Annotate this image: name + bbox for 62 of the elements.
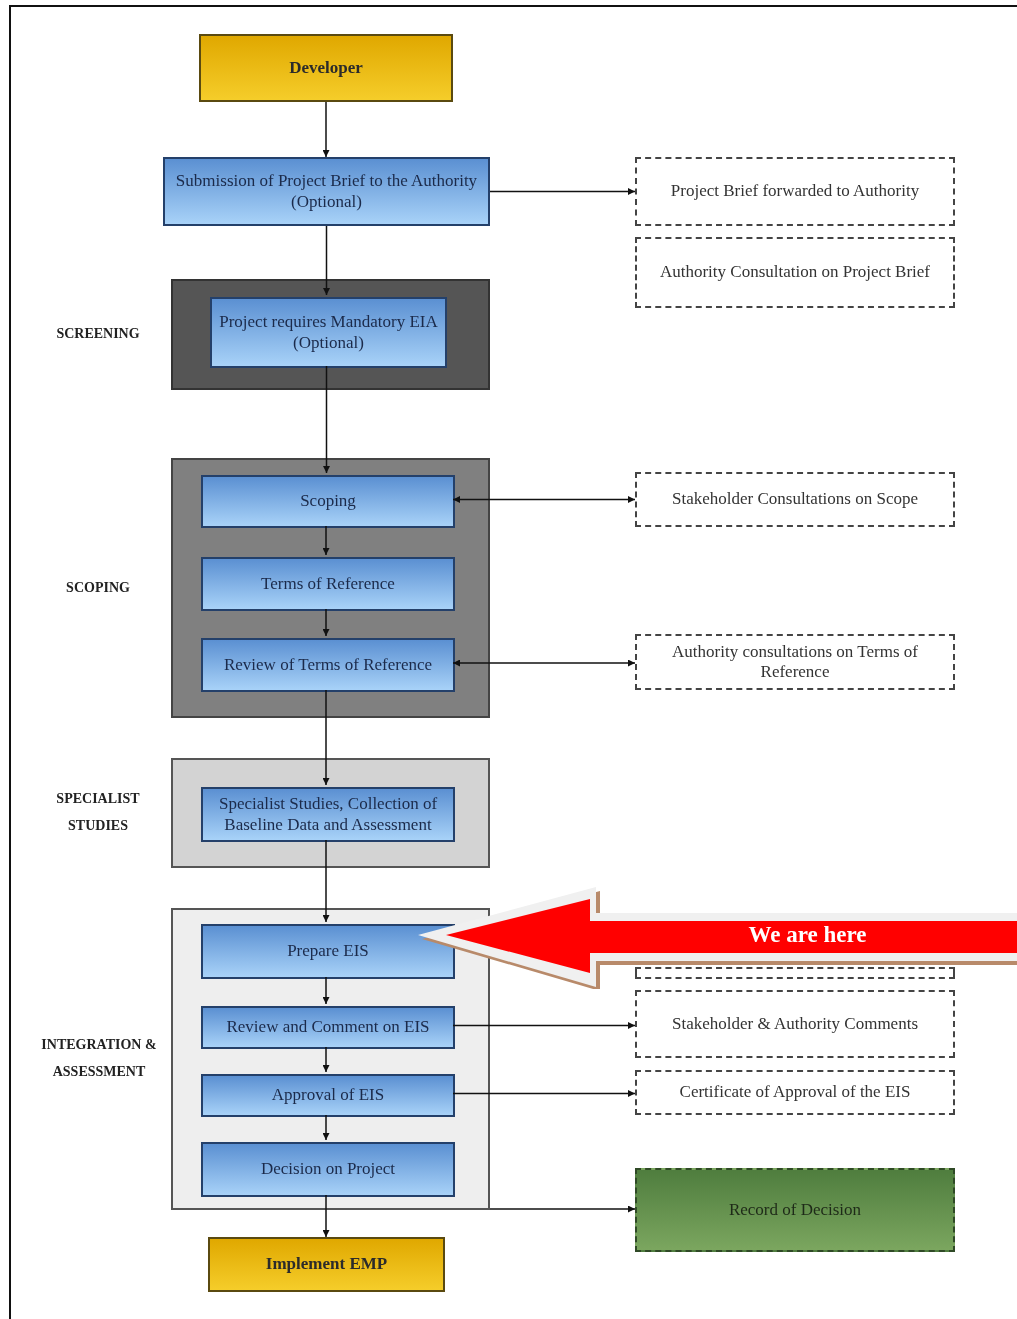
arrow [322, 1046, 330, 1073]
stage-label: INTEGRATION & ASSESSMENT [41, 1036, 157, 1081]
box-label: Approval of EIS [271, 1085, 385, 1106]
arrow [452, 496, 636, 503]
box-label: Review of Terms of Reference [223, 654, 433, 676]
arrow [452, 659, 636, 667]
stage-label: SPECIALIST STUDIES [55, 790, 141, 835]
process-box [201, 475, 455, 528]
dashed-box [635, 237, 955, 308]
process-box [199, 34, 453, 102]
box-label: Specialist Studies, Collection of Baseline Data and Assessment [217, 794, 439, 835]
arrow [489, 188, 636, 195]
process-box [201, 787, 455, 842]
arrow [322, 525, 330, 556]
dashed-box [635, 472, 955, 527]
arrow [323, 365, 330, 474]
box-label: Record of Decision [728, 1199, 862, 1221]
process-box [201, 1142, 455, 1197]
box-label: Stakeholder Consultations on Scope [672, 489, 918, 510]
process-box [201, 1006, 455, 1049]
box-label: Implement EMP [265, 1254, 388, 1275]
stage-label: SCOPING [65, 578, 131, 597]
box-label: Review and Comment on EIS [226, 1017, 430, 1038]
process-box [208, 1237, 445, 1292]
arrow [322, 689, 330, 786]
arrow [322, 1114, 330, 1141]
box-label: Authority Consultation on Project Brief [659, 262, 931, 283]
dashed-box [635, 634, 955, 690]
dashed-box [635, 157, 955, 226]
arrow [323, 225, 330, 296]
arrow [322, 976, 330, 1005]
process-box [163, 157, 490, 226]
box-label: Project requires Mandatory EIA (Optional) [218, 312, 439, 353]
process-box [201, 557, 455, 611]
box-label: Submission of Project Brief to the Authority (Optional) [174, 171, 479, 212]
box-label: Certificate of Approval of the EIS [679, 1082, 911, 1103]
arrow [322, 608, 330, 637]
stage-label: SCREENING [55, 325, 141, 344]
arrow [452, 1090, 636, 1097]
box-label: Authority consultations on Terms of Reference [671, 641, 919, 683]
process-box [210, 297, 447, 368]
callout-arrow [418, 885, 1017, 989]
callout-text: We are here [748, 921, 867, 949]
dashed-box [635, 990, 955, 1058]
box-label: Decision on Project [260, 1159, 396, 1180]
arrow [489, 1205, 636, 1213]
process-box [201, 638, 455, 692]
arrow [322, 839, 330, 923]
dashed-box [635, 1070, 955, 1115]
process-box [201, 1074, 455, 1117]
box-label: Prepare EIS [287, 941, 369, 962]
arrow [452, 1022, 636, 1029]
box-label: Project Brief forwarded to Authority [670, 181, 920, 202]
dashed-box [635, 1168, 955, 1252]
box-label: Terms of Reference [261, 573, 395, 595]
process-box [201, 924, 455, 979]
box-label: Stakeholder & Authority Comments [672, 1013, 918, 1035]
arrow [322, 1194, 330, 1238]
box-label: Scoping [300, 491, 356, 512]
dashed-box [635, 967, 955, 979]
arrow [322, 101, 330, 158]
box-label: Developer [289, 57, 363, 79]
